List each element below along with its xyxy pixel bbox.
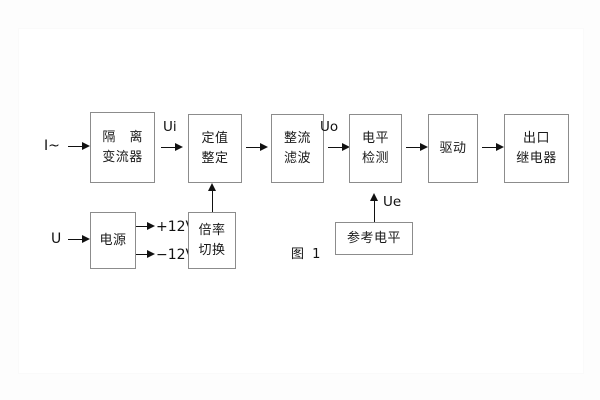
wire-level-to-drive: [406, 147, 422, 148]
block-setting-adjust-line-2: 整定: [201, 150, 229, 166]
block-power-supply[interactable]: 电源: [90, 212, 136, 269]
block-drive-line-1: 驱动: [439, 140, 467, 156]
block-rectify-filter-line-1: 整流: [283, 131, 311, 146]
wire-multiplier-to-setting: [212, 190, 213, 212]
block-rectify-filter-line-2: 滤波: [283, 150, 311, 166]
arrowhead-level-to-drive: [420, 143, 428, 151]
arrowhead-multiplier-to-setting: [208, 183, 216, 191]
arrowhead-drive-to-relay: [496, 143, 504, 151]
wire-voltage-to-power: [68, 239, 84, 240]
wire-reference-to-level: [374, 200, 375, 222]
signal-label-ue: Ue: [383, 194, 402, 210]
arrowhead-reference-to-level: [370, 193, 378, 201]
arrowhead-rail-positive: [147, 222, 155, 230]
arrowhead-setting-to-rectify: [260, 143, 268, 151]
block-reference-level-line-1: 参考电平: [346, 230, 401, 246]
block-setting-adjust[interactable]: 定值 整定: [188, 114, 242, 183]
block-level-detect-line-1: 电平: [361, 131, 389, 146]
block-level-detect[interactable]: 电平 检测: [349, 114, 402, 183]
wire-rectify-to-level: [328, 147, 344, 148]
arrowhead-rail-negative: [147, 250, 155, 258]
block-multiplier-switch-line-1: 倍率: [198, 223, 226, 238]
block-reference-level[interactable]: 参考电平: [335, 222, 413, 255]
wire-rail-positive: [136, 226, 150, 227]
block-drive[interactable]: 驱动: [428, 114, 478, 183]
input-label-current: I~: [44, 138, 60, 154]
arrowhead-rectify-to-level: [342, 143, 350, 151]
block-isolation-ct-line-1: 隔 离: [102, 130, 148, 145]
arrowhead-isolation-to-setting: [175, 143, 183, 151]
block-level-detect-line-2: 检测: [361, 150, 389, 166]
signal-label-ui: Ui: [163, 119, 177, 135]
arrowhead-voltage-to-power: [82, 235, 90, 243]
signal-label-uo: Uo: [320, 119, 339, 135]
wire-rail-negative: [136, 254, 150, 255]
block-output-relay-line-2: 继电器: [516, 150, 557, 166]
block-multiplier-switch[interactable]: 倍率 切换: [188, 212, 236, 269]
arrowhead-current-to-isolation: [82, 142, 90, 150]
block-output-relay-line-1: 出口: [522, 131, 550, 146]
rail-label-negative: −12V: [156, 247, 196, 263]
block-rectify-filter[interactable]: 整流 滤波: [271, 114, 324, 183]
block-isolation-ct-line-2: 变流器: [102, 149, 143, 165]
rail-label-positive: +12V: [156, 219, 196, 235]
block-multiplier-switch-line-2: 切换: [198, 242, 226, 258]
figure-caption: 图 1: [291, 247, 323, 262]
figure-panel: [18, 28, 584, 374]
wire-drive-to-relay: [482, 147, 498, 148]
block-power-supply-line-1: 电源: [99, 232, 127, 248]
wire-isolation-to-setting: [161, 147, 177, 148]
wire-current-to-isolation: [68, 146, 84, 147]
wire-setting-to-rectify: [246, 147, 262, 148]
block-isolation-ct[interactable]: 隔 离 变流器: [90, 112, 155, 183]
block-setting-adjust-line-1: 定值: [201, 131, 229, 146]
input-label-voltage: U: [51, 231, 62, 247]
block-output-relay[interactable]: 出口 继电器: [504, 114, 569, 183]
